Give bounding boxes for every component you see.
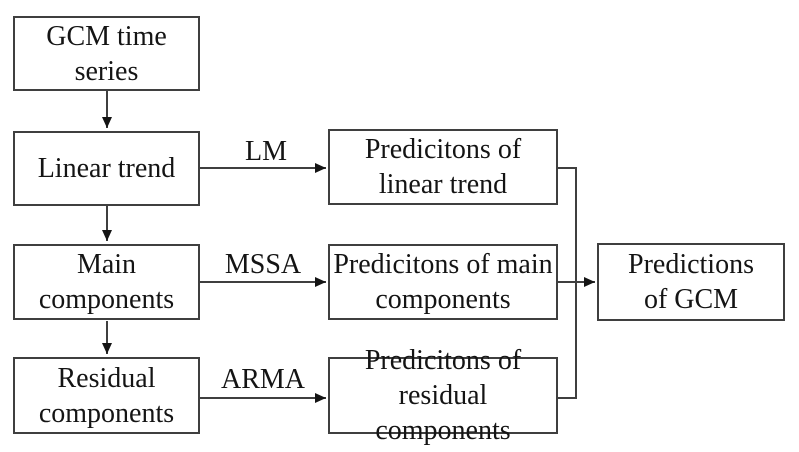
node-main-components: Main components	[13, 244, 200, 320]
edge-label-arma: ARMA	[220, 364, 305, 395]
node-predictions-of-linear-trend: Predicitons of linear trend	[328, 129, 558, 205]
node-predictions-of-gcm-label: Predictions of GCM	[628, 249, 754, 315]
node-linear-trend-label: Linear trend	[37, 153, 176, 184]
node-main-components-label: Main components	[38, 249, 175, 315]
edge-label-mssa: MSSA	[224, 249, 302, 280]
node-predictions-of-main-components-label: Predicitons of main components	[333, 249, 553, 315]
node-linear-trend: Linear trend	[13, 131, 200, 206]
edge-label-lm: LM	[245, 136, 287, 167]
node-predictions-of-gcm: Predictions of GCM	[597, 243, 785, 321]
node-gcm-time-series: GCM time series	[13, 16, 200, 91]
node-predictions-of-linear-trend-label: Predicitons of linear trend	[364, 134, 522, 200]
node-predictions-of-residual-components: Predicitons of residual components	[328, 345, 558, 446]
node-gcm-time-series-label: GCM time series	[46, 20, 167, 87]
node-residual-components: Residual components	[13, 357, 200, 434]
node-predictions-of-main-components: Predicitons of main components	[328, 244, 558, 320]
node-predictions-of-residual-components-label: Predicitons of residual components	[364, 345, 522, 446]
node-residual-components-label: Residual components	[38, 362, 175, 429]
